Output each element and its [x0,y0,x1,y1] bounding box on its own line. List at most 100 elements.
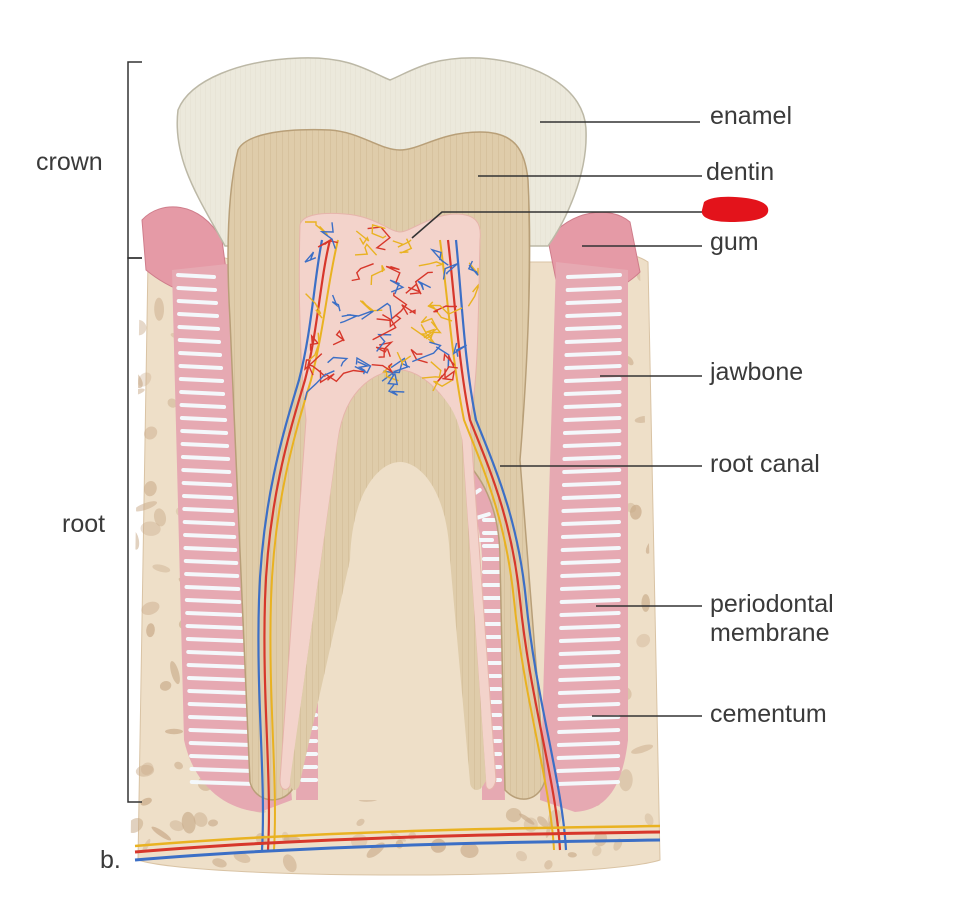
bone-pore [170,661,180,685]
capillary [354,243,378,256]
ligament-fiber [188,715,251,721]
ligament-fiber [563,416,622,422]
capillary [387,373,399,386]
ligament-fiber [182,494,234,500]
ligament-fiber [560,533,621,539]
ligament-fiber [565,286,622,292]
bone-pore [174,761,183,770]
blood-vessels-and-nerves [134,221,661,862]
capillary [307,364,326,378]
label-periodontal-line2: membrane [710,618,830,647]
bone-pore [594,831,608,847]
root-bracket [127,257,142,803]
bone-pore [636,633,651,648]
label-periodontal-membrane: periodontal membrane [710,590,834,648]
ligament-fiber [560,559,621,565]
bone-pore [208,819,218,827]
capillary [375,346,391,357]
ligament-fiber [559,598,621,604]
bone-pore [135,764,155,777]
capillary [399,238,413,254]
capillary [355,230,370,246]
bone-pore [567,852,577,858]
ligament-fiber [185,611,243,617]
bone-pore [140,797,152,806]
bone-pore [165,728,183,735]
ligament-fiber [560,546,621,552]
label-jawbone: jawbone [710,358,804,386]
bone-pore [151,826,172,841]
ligament-fiber [178,364,224,370]
ligament-fiber [179,416,228,422]
ligament-fiber [563,403,622,409]
bone-pore [143,426,158,440]
capillary [324,369,364,383]
leader-lines [411,121,702,717]
capillary [432,379,453,392]
capillary [304,251,317,263]
bone-pore [144,480,157,497]
ligament-fiber [565,299,622,305]
label-cementum: cementum [710,700,827,728]
bone-pore [212,858,227,868]
capillary [371,362,394,374]
label-root: root [62,510,106,538]
label-enamel: enamel [710,102,792,130]
ligament-fiber [181,481,233,487]
redaction-mark [701,196,769,222]
bone-pore [141,601,160,615]
capillary [435,346,450,368]
ligament-fiber [557,728,621,734]
ligament-fiber [183,559,239,565]
ligament-fiber [556,780,621,786]
capillary [376,314,402,328]
capillary [409,271,433,295]
bone-pore [130,817,144,834]
capillary [442,263,458,280]
bone-pore [592,846,602,857]
ligament-fiber [186,663,247,669]
ligament-fiber [180,455,231,461]
capillary [442,368,456,381]
bone-pore [193,812,208,827]
capillary [433,305,457,313]
capillary [396,351,412,366]
ligament-fiber [179,403,227,409]
capillary [351,263,374,282]
capillary [367,226,391,251]
capillary [429,248,449,266]
bone-pore [626,502,637,513]
crown-bracket [127,61,142,259]
capillary [371,223,387,239]
ligament-fiber [565,312,622,318]
capillary [331,294,341,312]
capillary [421,361,442,379]
capillary [385,265,401,283]
ligament-fiber [556,767,621,773]
capillary [412,341,442,363]
capillary [303,353,323,371]
capillary [376,333,392,352]
capillary [309,333,320,351]
ligament-fiber [184,585,241,591]
capillary [376,302,393,319]
ligament-fiber [556,741,621,747]
ligament-fiber [189,754,254,760]
ligament-fiber [185,624,244,630]
capillary [418,261,445,267]
ligament-fiber [560,572,621,578]
capillary [392,239,412,248]
bone-pore [356,818,365,827]
ligament-fiber [564,338,622,344]
capillary [381,357,409,382]
bone-pore [281,831,290,844]
ligament-fiber [563,377,622,383]
bone-pore [130,319,147,336]
bone-pore [169,820,184,832]
ligament-fiber [180,429,229,435]
ligament-fiber [183,546,238,552]
ligament-fiber [557,702,621,708]
label-crown: crown [36,148,103,176]
capillary [387,384,405,396]
ligament-fiber [557,715,621,721]
